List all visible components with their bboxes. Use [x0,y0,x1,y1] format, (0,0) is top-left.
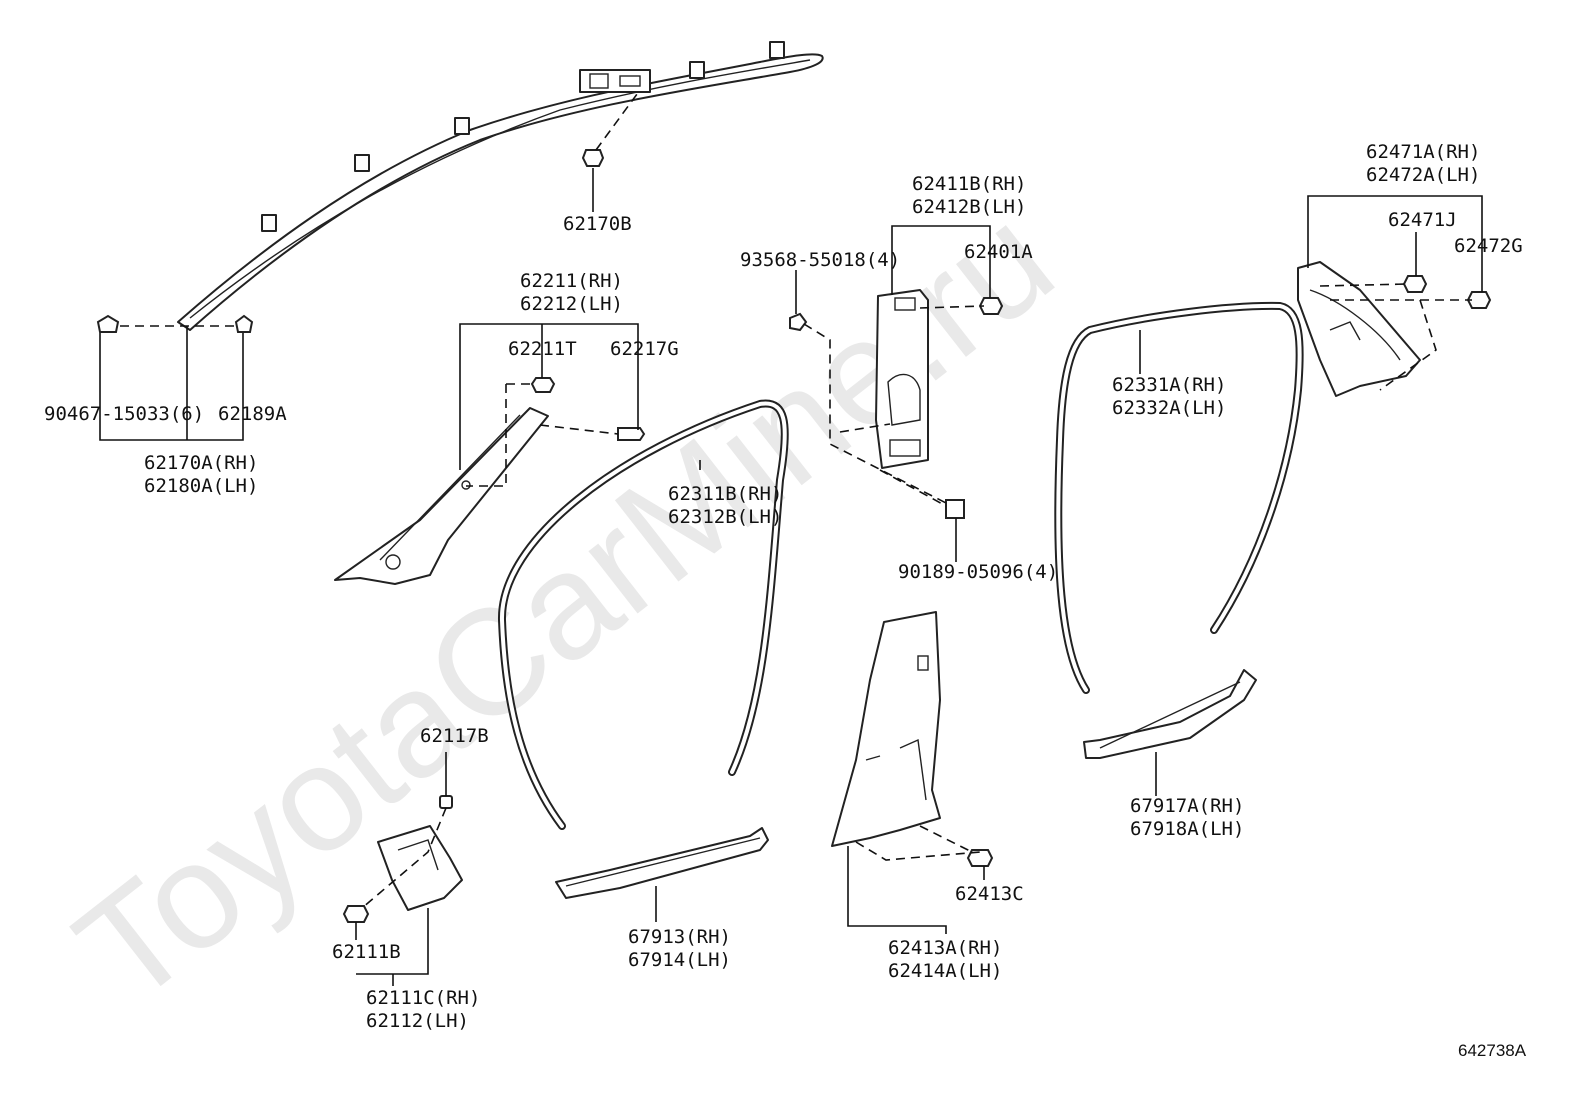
clip-62217G-icon [617,427,646,441]
label-90189: 90189-05096(4) [898,561,1058,583]
label-62211T: 62211T [508,338,577,360]
center-pillar-lower-garnish [831,611,941,847]
clip-62413C-icon [966,849,994,867]
label-62111B: 62111B [332,941,401,963]
clip-62111B-icon [342,905,370,923]
roof-side-inner-garnish [1297,261,1421,397]
clip-62189A-icon [234,314,254,333]
label-67917A: 67917A(RH) [1130,795,1244,817]
front-scuff-plate [555,827,769,899]
label-67918A: 67918A(LH) [1130,818,1244,840]
clip-62211T-icon [530,377,556,393]
label-67913: 67913(RH) [628,926,731,948]
label-67914: 67914(LH) [628,949,731,971]
label-62331A: 62331A(RH) [1112,374,1226,396]
label-62180A: 62180A(LH) [144,475,258,497]
rear-door-weatherstrip [1054,301,1304,694]
clip-62170B-icon [581,149,605,167]
label-62411B: 62411B(RH) [912,173,1026,195]
label-62332A: 62332A(LH) [1112,397,1226,419]
label-62472A: 62472A(LH) [1366,164,1480,186]
label-62312B: 62312B(LH) [668,506,782,528]
label-62401A: 62401A [964,241,1033,263]
leader-lines [99,168,1483,986]
rear-scuff-plate [1083,669,1257,759]
label-90467: 90467-15033(6) [44,403,204,425]
front-pillar-garnish [334,407,549,585]
clip-90189-icon [945,499,965,519]
label-62311B: 62311B(RH) [668,483,782,505]
roof-airbag-assembly [177,41,824,331]
label-62472G: 62472G [1454,235,1523,257]
label-62112: 62112(LH) [366,1010,469,1032]
label-62111C: 62111C(RH) [366,987,480,1009]
label-62212: 62212(LH) [520,293,623,315]
bolt-93568-icon [789,312,808,332]
label-62117B: 62117B [420,725,489,747]
label-62413A: 62413A(RH) [888,937,1002,959]
label-62414A: 62414A(LH) [888,960,1002,982]
label-62471A: 62471A(RH) [1366,141,1480,163]
diagram-id: 642738A [1458,1041,1527,1060]
clip-90467-icon [96,314,120,333]
clip-62471J-icon [1402,275,1428,293]
label-93568: 93568-55018(4) [740,249,900,271]
label-62412B: 62412B(LH) [912,196,1026,218]
clip-62117B-icon [439,795,453,809]
label-62471J: 62471J [1388,209,1457,231]
label-62189A: 62189A [218,403,287,425]
center-pillar-upper-garnish [875,289,929,469]
front-door-weatherstrip [497,399,789,830]
label-62413C: 62413C [955,883,1024,905]
label-62170A: 62170A(RH) [144,452,258,474]
cowl-side-trim [377,825,463,911]
label-62170B: 62170B [563,213,632,235]
label-62217G: 62217G [610,338,679,360]
label-62211: 62211(RH) [520,270,623,292]
